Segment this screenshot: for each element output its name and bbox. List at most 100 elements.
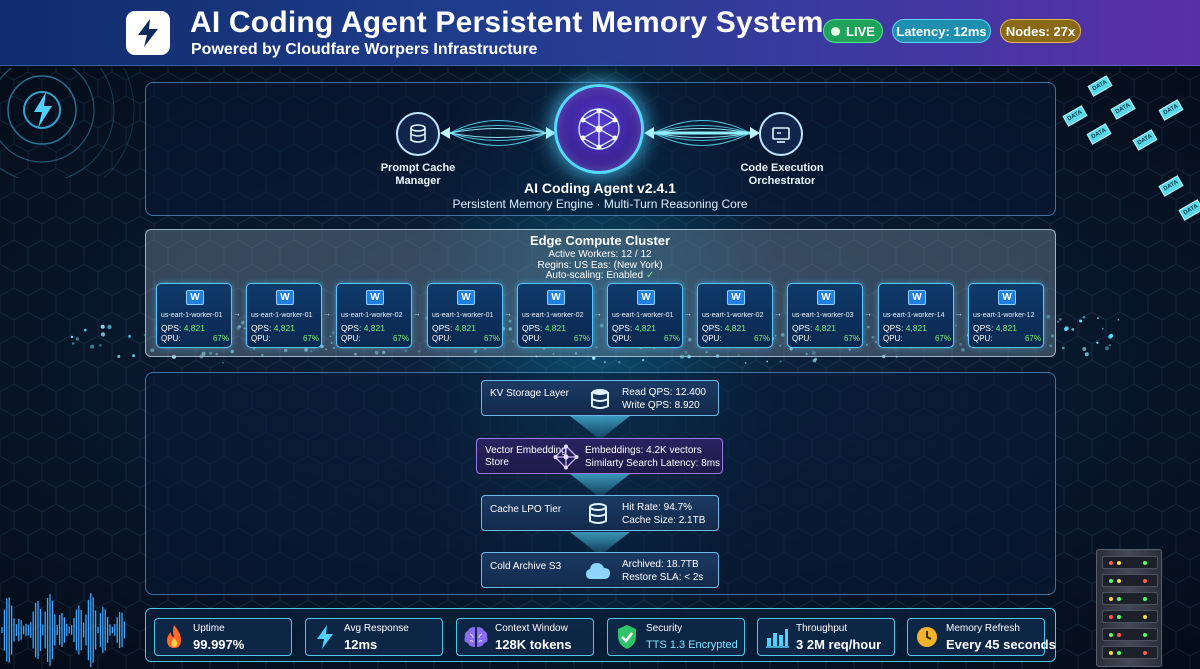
agent-core-orb[interactable]	[554, 84, 644, 174]
live-badge[interactable]: LIVE	[823, 19, 883, 43]
metric-context-window[interactable]: Context Window 128K tokens	[456, 618, 594, 656]
particle-dot	[684, 350, 688, 354]
worker-qpu: QPU:67%	[432, 334, 500, 343]
metric-security[interactable]: Security TTS 1.3 Encrypted	[607, 618, 745, 656]
worker-qpu-label: QPU:	[161, 334, 181, 343]
worker-qps-value: 4,821	[454, 323, 476, 333]
header-bar: AI Coding Agent Persistent Memory System…	[0, 0, 1200, 66]
worker-link-arrow-icon: →	[413, 309, 421, 318]
kv-read-qps: Read QPS: 12.400	[622, 387, 706, 398]
particle-dot	[1082, 315, 1086, 319]
particle-dot	[865, 343, 868, 346]
particle-dot	[552, 352, 555, 355]
worker-qpu-label: QPU:	[251, 334, 271, 343]
worker-qps: QPS: 4,821	[792, 323, 836, 333]
metric-throughput[interactable]: Throughput 3 2M req/hour	[757, 618, 895, 656]
worker-link-arrow-icon: →	[684, 309, 692, 318]
particle-dot	[1050, 334, 1055, 338]
data-chip: DATA	[1087, 75, 1113, 97]
particle-dot	[117, 355, 121, 358]
worker-name: us-eart-1-worker-02	[522, 312, 584, 319]
worker-qps-label: QPS:	[432, 323, 453, 333]
worker-qpu-value: 67%	[663, 334, 680, 343]
particle-dot	[128, 334, 132, 338]
agent-core-title: AI Coding Agent v2.4.1	[524, 180, 676, 196]
metrics-bar	[145, 608, 1056, 662]
nodes-badge[interactable]: Nodes: 27x	[1000, 19, 1081, 43]
vector-embedding-layer[interactable]: Vector Embedding Store Embeddings: 4.2K …	[476, 438, 723, 474]
worker-icon: W	[547, 290, 565, 305]
particle-dot	[1101, 327, 1104, 330]
worker-qps-label: QPS:	[612, 323, 633, 333]
worker-qpu-value: 67%	[1024, 334, 1041, 343]
worker-name: us-eart-1-worker-01	[612, 312, 674, 319]
particle-dot	[884, 353, 887, 356]
prompt-cache-node[interactable]	[396, 112, 440, 156]
particle-dot	[1061, 346, 1065, 350]
worker-qps-label: QPS:	[792, 323, 813, 333]
data-chip: DATA	[1062, 105, 1088, 127]
particle-dot	[236, 326, 241, 331]
particle-dot	[329, 335, 332, 338]
cache-hit-rate: Hit Rate: 94.7%	[622, 502, 693, 513]
storage-flow-beam	[570, 416, 630, 554]
worker-qps: QPS: 4,821	[161, 323, 205, 333]
cache-lpo-layer[interactable]: Cache LPO Tier Hit Rate: 94.7% Cache Siz…	[481, 495, 719, 531]
worker-qps: QPS: 4,821	[612, 323, 656, 333]
particle-dot	[1071, 328, 1075, 331]
cold-restore-sla: Restore SLA: < 2s	[622, 572, 704, 583]
metric-memory-refresh-value: Every 45 seconds	[946, 637, 1056, 652]
worker-qps-value: 4,821	[544, 323, 566, 333]
particle-dot	[871, 335, 875, 339]
worker-qps-label: QPS:	[161, 323, 182, 333]
worker-icon: W	[366, 290, 384, 305]
cluster-active-workers: Active Workers: 12 / 12	[548, 249, 652, 260]
metric-avg-response[interactable]: Avg Response 12ms	[305, 618, 443, 656]
particle-dot	[512, 340, 515, 343]
particle-dot	[382, 350, 386, 355]
data-chip: DATA	[1110, 98, 1136, 120]
particle-dot	[1117, 318, 1120, 321]
nodes-label: Nodes: 27x	[1005, 23, 1076, 39]
cluster-title: Edge Compute Cluster	[529, 233, 671, 248]
page-subtitle: Powered by Cloudfare Worpers Infrastruct…	[191, 41, 538, 58]
particle-dot	[325, 348, 328, 351]
worker-qpu-value: 67%	[753, 334, 770, 343]
worker-link-arrow-icon: →	[864, 309, 872, 318]
monitor-icon	[772, 127, 790, 143]
worker-icon: W	[727, 290, 745, 305]
metric-avg-response-label: Avg Response	[344, 623, 409, 634]
metric-memory-refresh[interactable]: Memory Refresh Every 45 seconds	[907, 618, 1056, 656]
particle-dot	[209, 351, 213, 355]
code-execution-node[interactable]	[759, 112, 803, 156]
metric-uptime-value: 99.997%	[193, 637, 245, 652]
latency-badge[interactable]: Latency: 12ms	[892, 19, 991, 43]
particle-dot	[848, 348, 851, 351]
particle-dot	[132, 354, 136, 357]
worker-name: us-eart-1-worker-03	[792, 312, 854, 319]
worker-qps: QPS: 4,821	[251, 323, 295, 333]
vector-name-line2: Store	[485, 457, 509, 468]
particle-dot	[779, 344, 782, 347]
cache-tier-name: Cache LPO Tier	[490, 504, 562, 515]
particle-dot	[404, 349, 407, 352]
particle-dot	[304, 347, 308, 352]
particle-dot	[1096, 341, 1099, 344]
metric-uptime[interactable]: Uptime 99.997%	[154, 618, 292, 656]
particle-dot	[70, 335, 74, 339]
kv-storage-layer[interactable]: KV Storage Layer Read QPS: 12.400 Write …	[481, 380, 719, 416]
cold-archive-layer[interactable]: Cold Archive S3 Archived: 18.7TB Restore…	[481, 552, 719, 588]
worker-qps-label: QPS:	[522, 323, 543, 333]
worker-qps-label: QPS:	[973, 323, 994, 333]
server-rack-decoration	[1096, 549, 1162, 667]
